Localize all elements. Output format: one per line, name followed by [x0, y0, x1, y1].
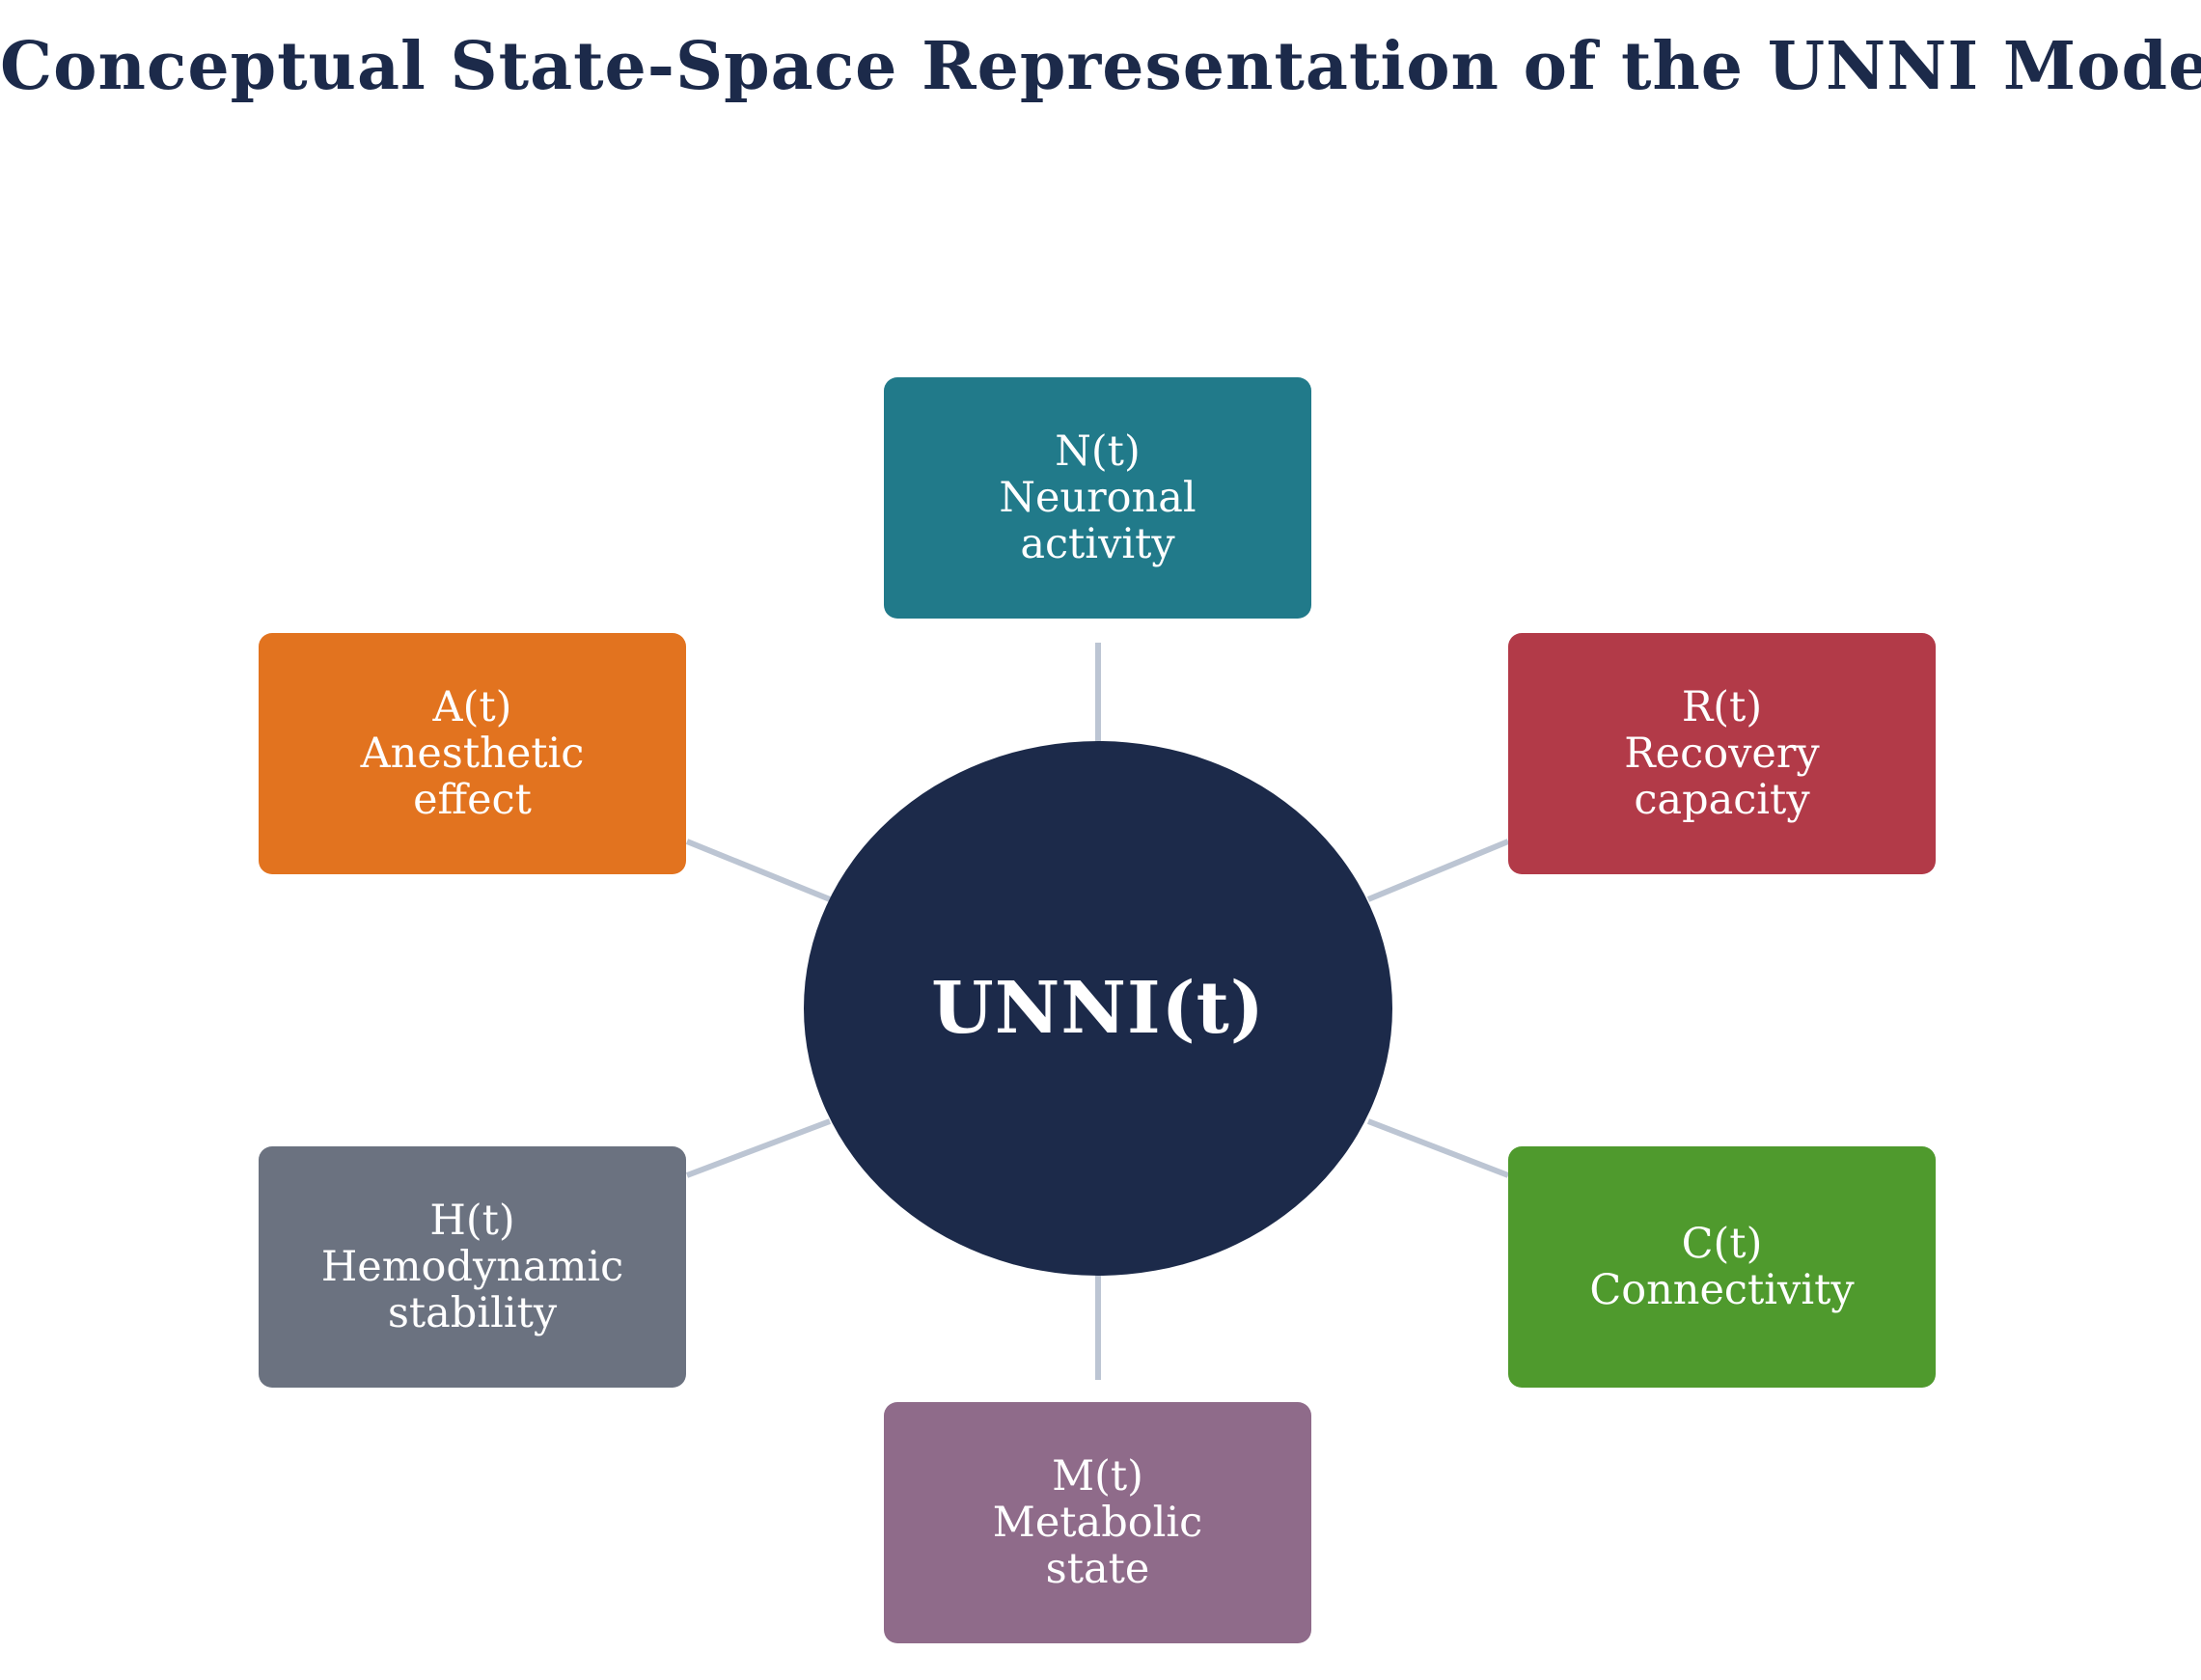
node-label: Recovery	[1624, 730, 1820, 778]
node-label: Hemodynamic	[320, 1243, 624, 1291]
node-label: Anesthetic	[360, 730, 585, 778]
node-symbol: R(t)	[1681, 683, 1763, 731]
page-title: Conceptual State-Space Representation of…	[0, 28, 2201, 105]
node-anesthetic-effect: A(t) Anesthetic effect	[259, 633, 686, 874]
connector-connectivity	[1366, 1118, 1510, 1178]
node-label: Metabolic	[992, 1499, 1203, 1547]
node-label: effect	[413, 776, 532, 824]
node-connectivity: C(t) Connectivity	[1508, 1146, 1936, 1388]
center-node	[804, 741, 1392, 1276]
node-recovery-capacity: R(t) Recovery capacity	[1508, 633, 1936, 874]
node-label: Connectivity	[1589, 1266, 1855, 1314]
node-symbol: M(t)	[1052, 1452, 1143, 1501]
node-label: stability	[387, 1289, 558, 1337]
node-symbol: C(t)	[1681, 1220, 1763, 1268]
node-symbol: A(t)	[432, 683, 512, 731]
node-symbol: N(t)	[1055, 427, 1141, 476]
node-neuronal-activity: N(t) Neuronal activity	[884, 377, 1311, 619]
node-label: Neuronal	[999, 474, 1197, 522]
node-label: activity	[1020, 520, 1175, 568]
node-symbol: H(t)	[429, 1197, 515, 1245]
node-label: capacity	[1634, 776, 1810, 824]
connector-anesthetic	[685, 839, 832, 902]
connector-recovery	[1366, 839, 1510, 902]
connector-hemodynamic	[685, 1118, 832, 1178]
node-label: state	[1045, 1545, 1150, 1593]
node-metabolic-state: M(t) Metabolic state	[884, 1402, 1311, 1643]
node-hemodynamic-stability: H(t) Hemodynamic stability	[259, 1146, 686, 1388]
